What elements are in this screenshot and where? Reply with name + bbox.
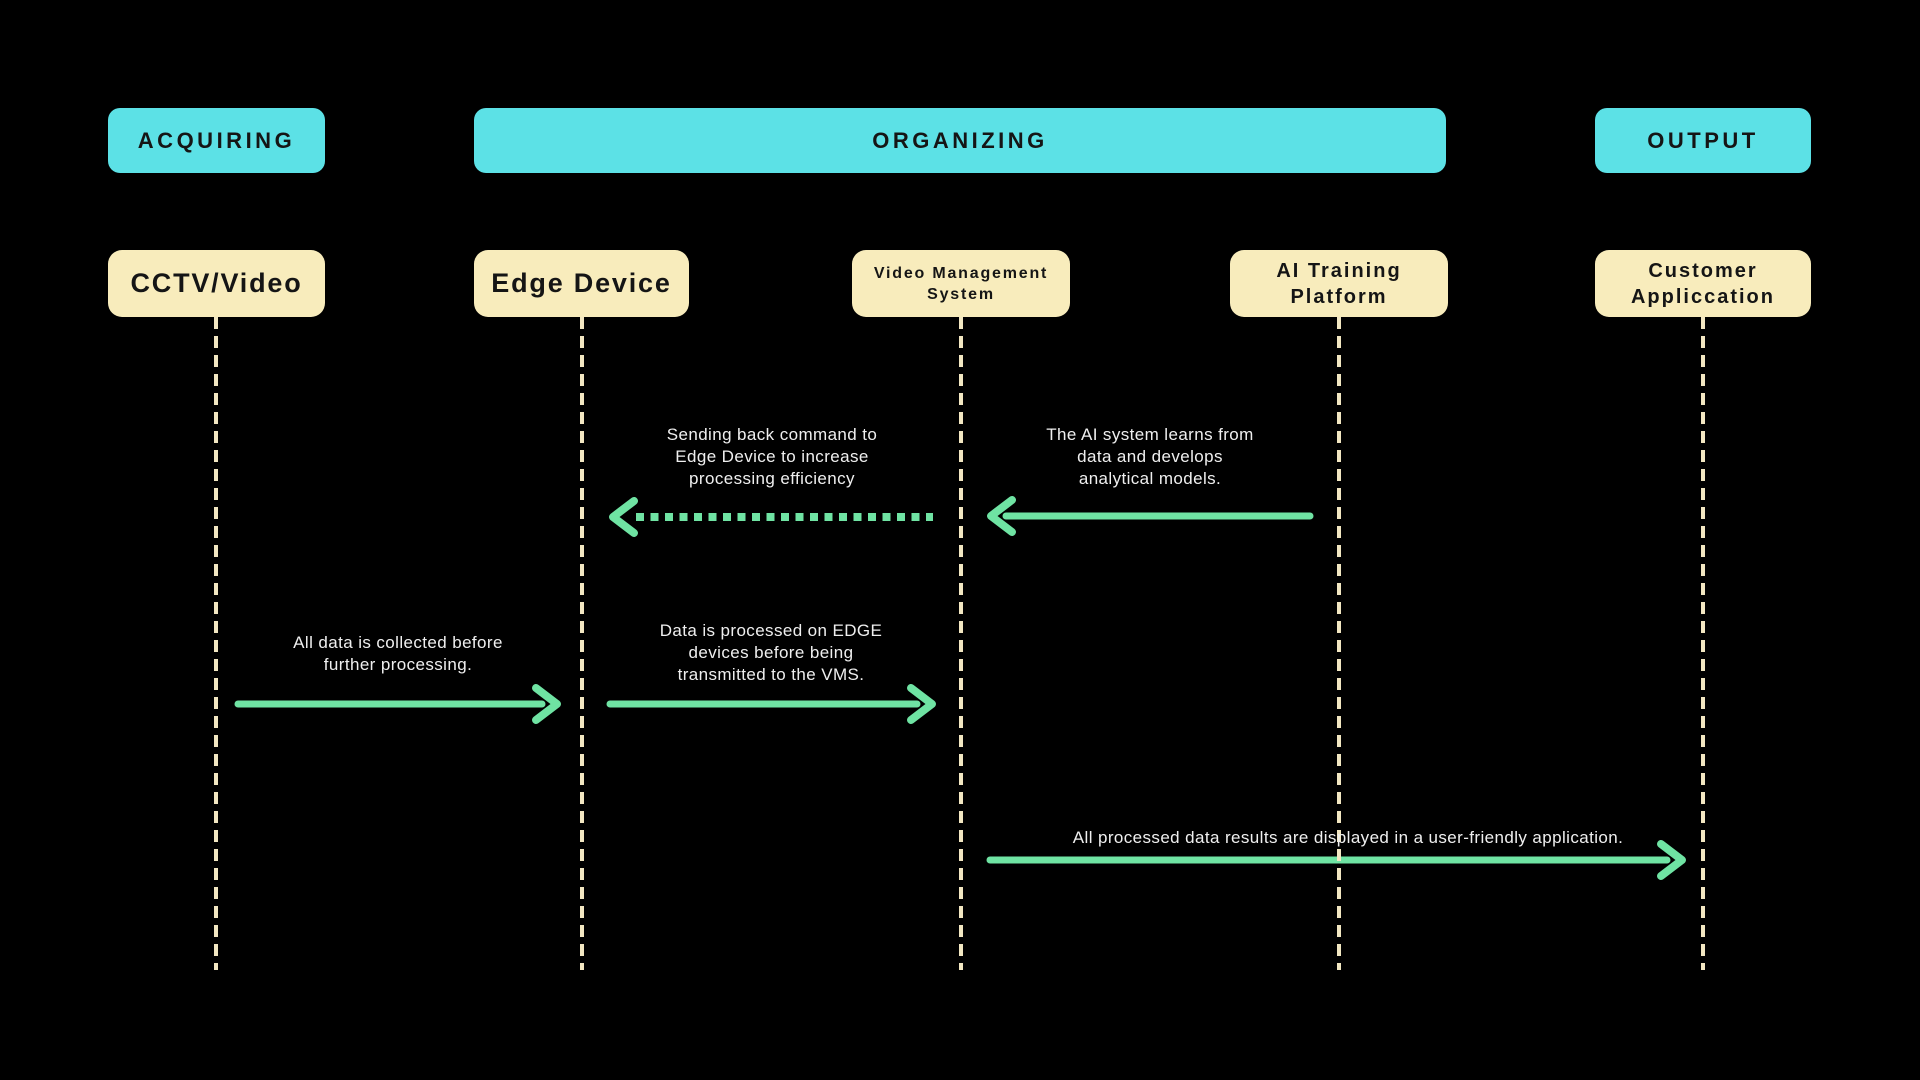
actor-box-edge-device: Edge Device xyxy=(474,250,689,317)
arrowhead-left-icon xyxy=(609,497,638,537)
message-label-data-processed: Data is processed on EDGE devices before… xyxy=(659,621,883,684)
actor-box-video-management-system: Video Management System xyxy=(852,250,1070,317)
actor-box-cctv-video: CCTV/Video xyxy=(108,250,325,317)
arrow-results-displayed xyxy=(986,840,1686,880)
actor-box-ai-training-platform: AI Training Platform xyxy=(1230,250,1448,317)
actor-label-cctv-video: CCTV/Video xyxy=(130,268,303,298)
phase-label-organizing: ORGANIZING xyxy=(872,127,1048,153)
arrow-data-collected xyxy=(234,684,561,724)
message-label-results-displayed: All processed data results are displayed… xyxy=(1072,828,1624,847)
actor-label-video-management-system: Video Management System xyxy=(873,264,1049,303)
message-label-data-collected: All data is collected before further pro… xyxy=(293,633,503,674)
message-label-ai-learns: The AI system learns from data and devel… xyxy=(1046,425,1254,488)
actor-label-edge-device: Edge Device xyxy=(491,268,672,298)
arrow-send-back-command xyxy=(609,497,933,537)
actor-label-ai-training-platform: AI Training Platform xyxy=(1276,259,1402,308)
arrowhead-right-icon xyxy=(1657,840,1686,880)
phase-label-acquiring: ACQUIRING xyxy=(137,127,296,153)
arrowhead-left-icon xyxy=(987,496,1016,536)
actor-box-customer-application: Customer Appliccation xyxy=(1595,250,1811,317)
lifeline-cctv-video xyxy=(214,317,218,970)
arrowhead-right-icon xyxy=(907,684,936,724)
lifeline-ai-training-platform xyxy=(1337,317,1341,970)
actor-label-customer-application: Customer Appliccation xyxy=(1630,259,1775,308)
lifeline-customer-application xyxy=(1701,317,1705,970)
lifeline-edge-device xyxy=(580,317,584,970)
phase-label-output: OUTPUT xyxy=(1647,127,1759,153)
phase-box-organizing: ORGANIZING xyxy=(474,108,1446,173)
arrow-data-processed xyxy=(606,684,936,724)
lifeline-video-management-system xyxy=(959,317,963,970)
arrow-ai-learns xyxy=(987,496,1314,536)
arrowhead-right-icon xyxy=(532,684,561,724)
phase-box-acquiring: ACQUIRING xyxy=(108,108,325,173)
message-label-send-back-command: Sending back command to Edge Device to i… xyxy=(666,425,878,488)
phase-box-output: OUTPUT xyxy=(1595,108,1811,173)
